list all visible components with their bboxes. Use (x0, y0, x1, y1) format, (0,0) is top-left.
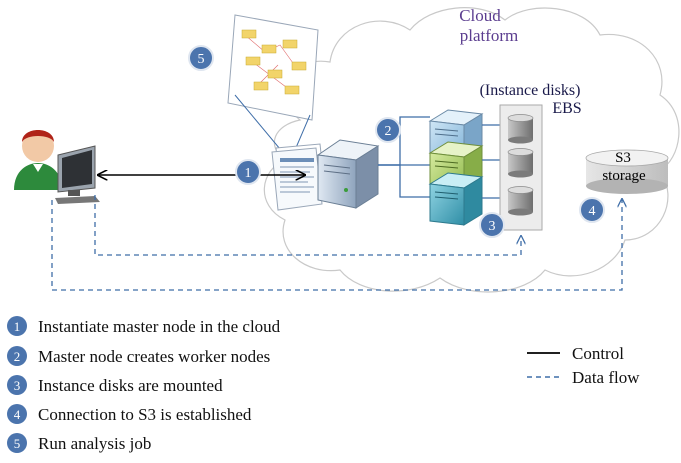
screenshot-connector-right (294, 114, 311, 151)
s3-label: S3 (615, 150, 631, 166)
legend-dataflow-label: Data flow (572, 368, 640, 387)
badge-2: 2 (375, 117, 401, 143)
steps-list: 1 Instantiate master node in the cloud 2… (7, 316, 281, 453)
step-number: 2 (14, 349, 21, 364)
badge-3: 3 (479, 212, 505, 238)
badge-4-text: 4 (589, 204, 596, 219)
step-item: 2 Master node creates worker nodes (7, 346, 270, 366)
legend-control-label: Control (572, 344, 624, 363)
legend: Control Data flow (527, 344, 640, 387)
cloud-title-line2: platform (460, 26, 519, 45)
badge-2-text: 2 (385, 124, 392, 139)
step-text: Instantiate master node in the cloud (38, 317, 281, 336)
s3-storage-icon (585, 149, 669, 194)
screenshot-connector-left (234, 94, 286, 156)
user-icon (14, 130, 62, 190)
ebs-label: EBS (552, 100, 581, 117)
disk-icon (507, 186, 534, 216)
badge-1-text: 1 (245, 166, 252, 181)
worker-server-teal (428, 172, 484, 226)
dataflow-to-s3 (51, 200, 622, 291)
badge-5: 5 (188, 45, 214, 71)
step-text: Instance disks are mounted (38, 376, 223, 395)
badge-4: 4 (579, 197, 605, 223)
step-text: Run analysis job (38, 434, 151, 453)
step-text: Master node creates worker nodes (38, 347, 270, 366)
analysis-workflow-screenshot (227, 14, 319, 121)
dataflow-to-ebs (94, 195, 521, 256)
disk-icon (507, 148, 534, 178)
disk-icon (507, 114, 534, 144)
master-worker-connectors (378, 116, 430, 198)
step-number: 5 (14, 436, 21, 451)
badge-3-text: 3 (489, 219, 496, 234)
step-item: 4 Connection to S3 is established (7, 404, 252, 424)
instance-disks-label: (Instance disks) (480, 82, 581, 99)
master-server-icon (316, 139, 380, 209)
step-item: 1 Instantiate master node in the cloud (7, 316, 281, 336)
s3-storage-label: storage (602, 168, 646, 184)
badge-5-text: 5 (198, 52, 205, 67)
badge-1: 1 (235, 159, 261, 185)
step-number: 4 (14, 407, 21, 422)
step-item: 3 Instance disks are mounted (7, 375, 223, 395)
monitor-icon (55, 145, 100, 204)
step-text: Connection to S3 is established (38, 405, 252, 424)
step-number: 3 (14, 378, 21, 393)
step-item: 5 Run analysis job (7, 433, 151, 453)
cloud-title-line1: Cloud (459, 6, 501, 25)
step-number: 1 (14, 319, 21, 334)
